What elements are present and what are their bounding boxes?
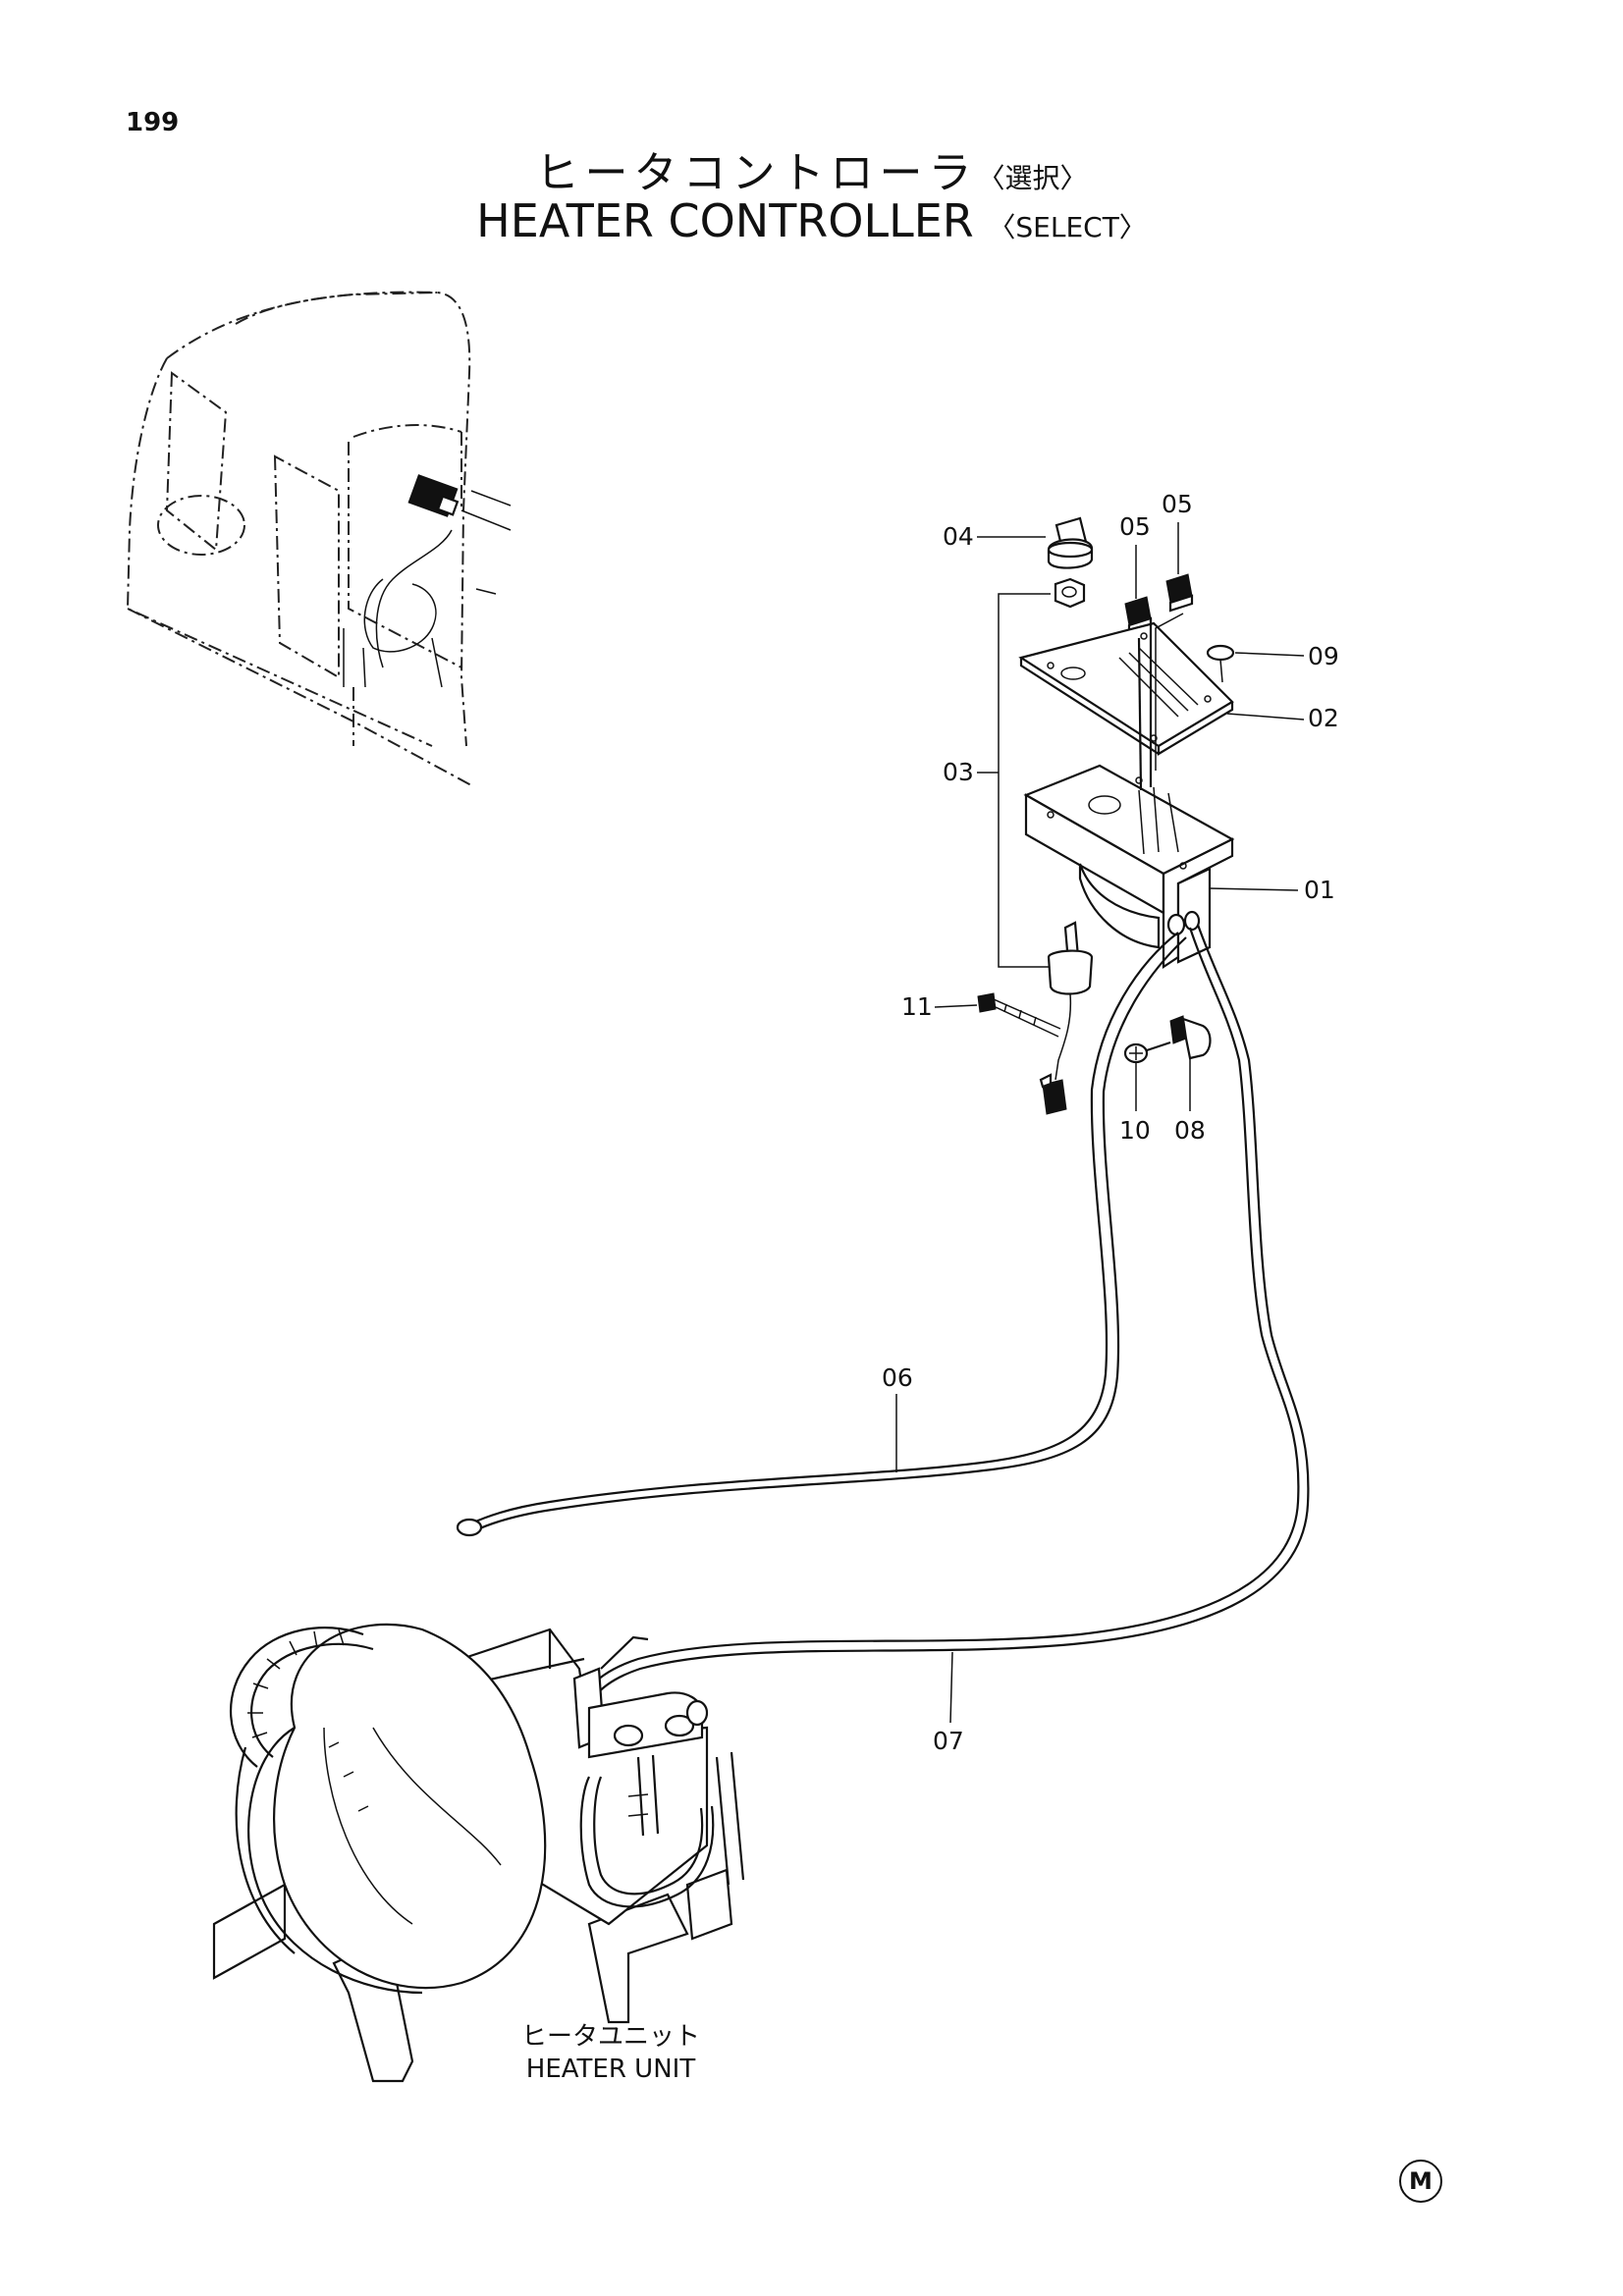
callout-03: 03 xyxy=(943,758,974,786)
title-jp-qualifier: 〈選択〉 xyxy=(977,162,1088,194)
callouts: 04 05 05 09 02 03 01 11 10 08 06 07 xyxy=(882,490,1339,1755)
knob-part-04 xyxy=(1047,516,1094,569)
callout-06: 06 xyxy=(882,1363,913,1392)
page-title-english: HEATER CONTROLLER 〈SELECT〉 xyxy=(0,194,1623,247)
cab-view xyxy=(126,291,512,786)
screw-part-09 xyxy=(1206,644,1235,683)
lever-cap-05b xyxy=(1165,573,1194,613)
callout-08: 08 xyxy=(1174,1116,1206,1145)
callout-11: 11 xyxy=(901,992,933,1021)
heater-unit-label-jp: ヒータユニット xyxy=(521,2022,700,2052)
cable-tie-part-11 xyxy=(977,992,1061,1038)
bracket-part-01 xyxy=(1023,613,1235,970)
callout-02: 02 xyxy=(1308,704,1339,732)
callout-09: 09 xyxy=(1308,642,1339,670)
heater-unit xyxy=(212,1623,745,2083)
leader-03 xyxy=(998,593,1055,968)
cable-part-06 xyxy=(456,932,1187,1537)
switch-assembly xyxy=(1039,921,1094,1115)
heater-unit-label-en: HEATER UNIT xyxy=(526,2055,696,2084)
callout-01: 01 xyxy=(1304,876,1335,904)
page-number: 199 xyxy=(126,108,180,137)
page-title-japanese: ヒータコントローラ〈選択〉 xyxy=(0,137,1623,200)
title-en-text: HEATER CONTROLLER xyxy=(476,194,974,247)
callout-10: 10 xyxy=(1119,1116,1151,1145)
clamp-part-08 xyxy=(1169,1015,1212,1060)
plate-part-02 xyxy=(1018,621,1234,756)
controller-assembly xyxy=(977,516,1235,1115)
callout-07: 07 xyxy=(933,1727,964,1755)
title-en-qualifier: 〈SELECT〉 xyxy=(988,211,1147,243)
nut xyxy=(1054,577,1086,609)
title-jp-text: ヒータコントローラ xyxy=(535,148,978,198)
cable-part-07 xyxy=(588,924,1310,1697)
screw-part-10 xyxy=(1123,1041,1171,1064)
callout-04: 04 xyxy=(943,522,974,551)
callout-05b: 05 xyxy=(1162,490,1193,518)
callout-05a: 05 xyxy=(1119,512,1151,541)
manufacturer-mark-icon: M xyxy=(1399,2160,1442,2203)
